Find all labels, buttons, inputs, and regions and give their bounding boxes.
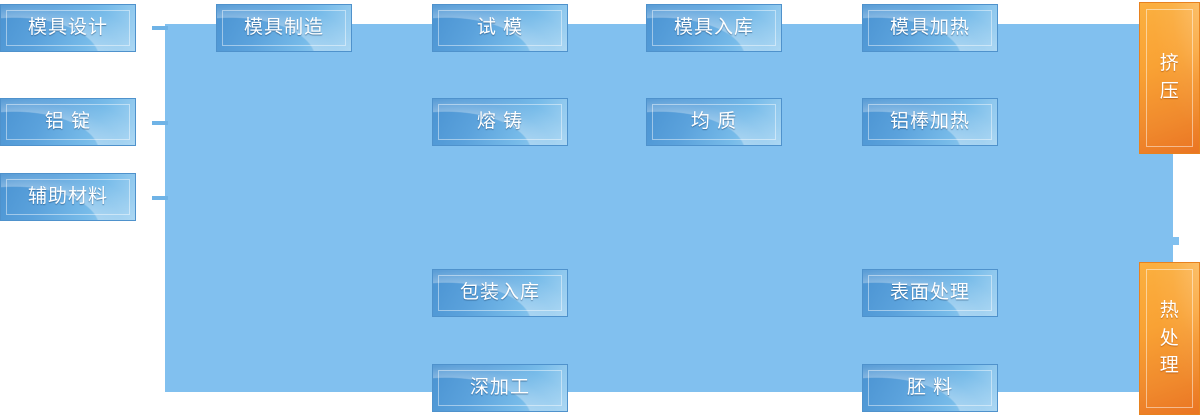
node-surface-treatment[interactable]: 表面处理 xyxy=(862,269,998,317)
node-label-aluminum-ingot: 铝 锭 xyxy=(44,111,92,133)
node-label-homogenizing: 均 质 xyxy=(690,111,738,133)
node-mold-heating[interactable]: 模具加热 xyxy=(862,4,998,52)
connector-mold-design xyxy=(152,26,168,30)
node-deep-processing[interactable]: 深加工 xyxy=(432,364,568,412)
node-label-extrusion: 挤 压 xyxy=(1159,53,1180,102)
node-melting-casting[interactable]: 熔 铸 xyxy=(432,98,568,146)
node-auxiliary-material[interactable]: 辅助材料 xyxy=(0,173,136,221)
node-mold-trial[interactable]: 试 模 xyxy=(432,4,568,52)
node-label-mold-trial: 试 模 xyxy=(476,17,524,39)
node-label-mold-heating: 模具加热 xyxy=(889,17,970,39)
node-label-billet: 胚 料 xyxy=(906,377,954,399)
node-label-packing-warehousing: 包装入库 xyxy=(459,282,540,304)
node-extrusion[interactable]: 挤 压 xyxy=(1139,2,1200,154)
node-mold-manufacturing[interactable]: 模具制造 xyxy=(216,4,352,52)
node-label-surface-treatment: 表面处理 xyxy=(889,282,970,304)
node-homogenizing[interactable]: 均 质 xyxy=(646,98,782,146)
node-billet[interactable]: 胚 料 xyxy=(862,364,998,412)
node-label-heat-treatment: 热 处 理 xyxy=(1159,300,1180,377)
node-bar-heating[interactable]: 铝棒加热 xyxy=(862,98,998,146)
connector-auxiliary-material xyxy=(152,196,168,200)
node-label-mold-design: 模具设计 xyxy=(27,17,108,39)
node-mold-warehousing[interactable]: 模具入库 xyxy=(646,4,782,52)
node-packing-warehousing[interactable]: 包装入库 xyxy=(432,269,568,317)
connector-aluminum-ingot xyxy=(152,121,168,125)
connector-extrusion-notch xyxy=(1173,237,1179,245)
node-label-deep-processing: 深加工 xyxy=(469,377,530,399)
node-heat-treatment[interactable]: 热 处 理 xyxy=(1139,262,1200,415)
node-mold-design[interactable]: 模具设计 xyxy=(0,4,136,52)
node-label-melting-casting: 熔 铸 xyxy=(476,111,524,133)
node-label-bar-heating: 铝棒加热 xyxy=(889,111,970,133)
node-label-auxiliary-material: 辅助材料 xyxy=(27,186,108,208)
node-aluminum-ingot[interactable]: 铝 锭 xyxy=(0,98,136,146)
process-backdrop-panel xyxy=(165,24,1173,392)
node-label-mold-warehousing: 模具入库 xyxy=(673,17,754,39)
node-label-mold-manufacturing: 模具制造 xyxy=(243,17,324,39)
